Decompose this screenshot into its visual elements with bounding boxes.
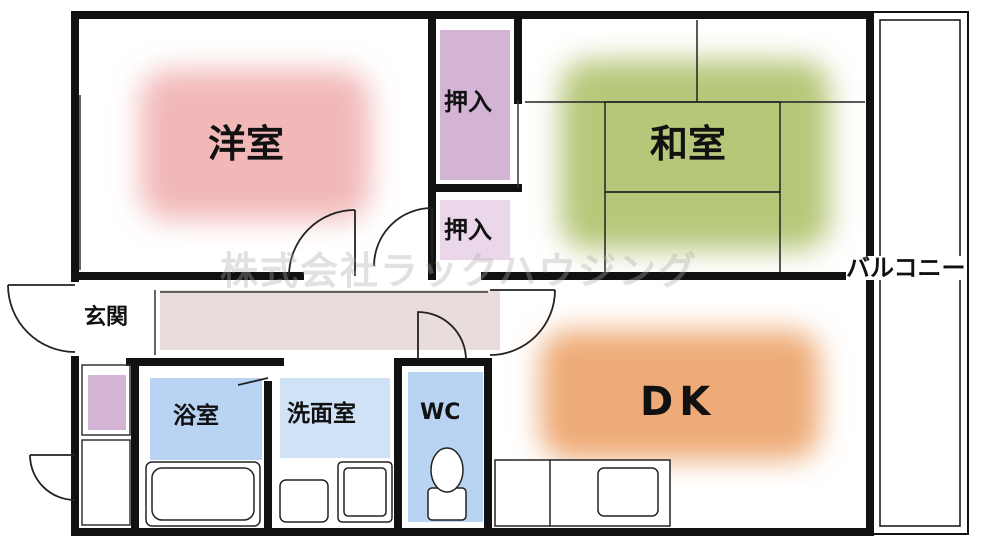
- western-room-label: 洋室: [208, 122, 285, 166]
- entrance-door-2: [29, 454, 76, 501]
- wc-door: [417, 311, 467, 361]
- hall-fill: [160, 290, 500, 350]
- doors: [7, 207, 556, 501]
- bathroom-label: 浴室: [173, 403, 219, 429]
- washroom-label: 洗面室: [287, 401, 356, 427]
- bathtub: [145, 461, 261, 527]
- toilet-tank: [427, 487, 467, 521]
- closet-lower-label: 押入: [444, 216, 492, 244]
- toilet-bowl: [430, 447, 464, 493]
- dk-door: [489, 289, 556, 356]
- tatami-lines: [525, 20, 865, 275]
- bath-door: [237, 377, 269, 386]
- dk-fill: [540, 330, 820, 460]
- thin-lines: [79, 95, 519, 526]
- closet-upper-label: 押入: [444, 88, 492, 116]
- washing-machine: [337, 461, 393, 523]
- western-room-door: [288, 209, 356, 277]
- wc-label: WC: [420, 400, 461, 425]
- kitchen-sink: [597, 467, 659, 517]
- entrance-label: 玄関: [84, 305, 129, 330]
- closet-upper-fill: [440, 30, 510, 180]
- japanese-room-fill: [560, 60, 830, 250]
- dk-label: DK: [640, 379, 717, 425]
- japanese-room-label: 和室: [650, 122, 727, 166]
- closet-lower-fill: [440, 200, 510, 260]
- fixtures: [145, 447, 671, 527]
- entrance-door: [7, 284, 76, 353]
- western-room-fill: [140, 70, 370, 220]
- wash-fill: [280, 378, 390, 458]
- washbasin: [279, 479, 329, 523]
- bath-fill: [150, 378, 262, 460]
- watermark: 株式会社ラックハウジング: [220, 249, 699, 293]
- closet-door: [373, 207, 433, 270]
- balcony-label: バルコニー: [846, 254, 966, 282]
- entrance-closet-fill: [88, 375, 126, 430]
